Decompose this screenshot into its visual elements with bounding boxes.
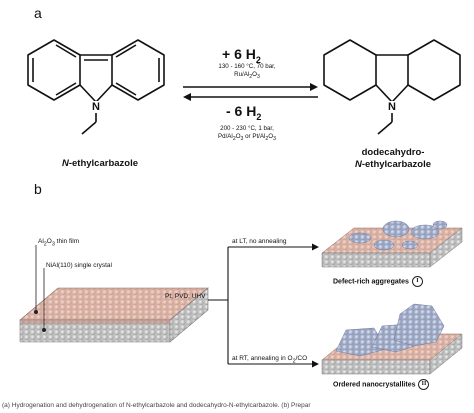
left-name-rest: -ethylcarbazole [68, 158, 139, 169]
fc2-pre: Ru/Al [234, 71, 250, 78]
backward-main: - 6 H [226, 103, 257, 119]
bc2-s1: 2 [232, 136, 236, 143]
crystal-label: NiAl(110) single crystal [46, 262, 112, 269]
bc2-mid: or Pt/Al [243, 133, 266, 140]
forward-cond-1: 130 - 160 °C, 70 bar, [218, 63, 276, 70]
figure-caption: (a) Hydrogenation and dehydrogenation of… [2, 402, 311, 409]
left-molecule-name: N-ethylcarbazole [50, 158, 150, 170]
defect-rich-slab [321, 220, 463, 268]
lower-branch-pre: at RT, annealing in O [232, 355, 293, 362]
forward-conditions: 130 - 160 °C, 70 bar, Ru/Al2O3 [196, 63, 298, 81]
right-name-prefix: N [354, 159, 362, 170]
right-name-line2: -ethylcarbazole [361, 159, 432, 170]
right-molecule-name: dodecahydro- N-ethylcarbazole [338, 147, 448, 171]
panel-b-label: b [34, 181, 42, 197]
fc2-s2: 3 [256, 74, 260, 81]
lower-branch-rest: /CO [295, 355, 308, 362]
backward-cond-2: Pd/Al2O3 or Pt/Al2O3 [190, 133, 304, 143]
lower-branch-sub: 2 [292, 358, 296, 365]
upper-branch-label: at LT, no annealing [232, 238, 287, 245]
forward-reaction-label: + 6 H2 [222, 46, 261, 65]
film-s1: 2 [43, 241, 47, 248]
result-bottom-text: Ordered nanocrystallites [333, 381, 416, 389]
bc2-s2: 3 [240, 136, 244, 143]
process-label: Pt, PVD, UHV [165, 293, 206, 300]
backward-reaction-label: - 6 H2 [226, 103, 261, 122]
backward-cond-1: 200 - 230 °C, 1 bar, [220, 125, 274, 132]
n-ethylcarbazole-structure [27, 39, 165, 135]
film-o: O [46, 238, 52, 245]
bc2-s3: 2 [265, 136, 269, 143]
forward-main: + 6 H [222, 46, 256, 62]
bc2-o2: O [268, 133, 274, 140]
fc2-o: O [252, 71, 257, 78]
result-bottom-badge: II [418, 379, 430, 390]
result-top-badge: I [411, 276, 423, 287]
left-n-atom: N [91, 101, 101, 113]
equilibrium-arrows [183, 83, 318, 101]
ordered-nanocrystallites-slab [321, 303, 463, 375]
film-s2: 3 [51, 241, 55, 248]
backward-sub: 2 [256, 111, 262, 122]
bc2-s4: 3 [273, 136, 276, 143]
forward-sub: 2 [255, 54, 261, 65]
forward-cond-2: Ru/Al2O3 [196, 71, 298, 81]
film-pre: Al [38, 238, 44, 245]
right-n-atom: N [387, 101, 397, 113]
result-top-text: Defect-rich aggregates [333, 278, 409, 286]
branch-arrows [208, 243, 319, 368]
film-rest: thin film [54, 238, 80, 245]
label-leaders [34, 245, 47, 332]
fc2-s1: 2 [249, 74, 253, 81]
left-name-prefix: N [61, 158, 69, 169]
right-name-line1: dodecahydro- [361, 147, 425, 158]
dodecahydro-n-ethylcarbazole-structure [323, 39, 461, 135]
panel-a-label: a [34, 5, 42, 21]
backward-conditions: 200 - 230 °C, 1 bar, Pd/Al2O3 or Pt/Al2O… [190, 125, 304, 143]
bc2-pre: Pd/Al [218, 133, 233, 140]
substrate-slab [19, 287, 209, 343]
bc2-o: O [235, 133, 241, 140]
film-label: Al2O3 thin film [38, 238, 79, 247]
lower-branch-label: at RT, annealing in O2/CO [232, 355, 307, 364]
